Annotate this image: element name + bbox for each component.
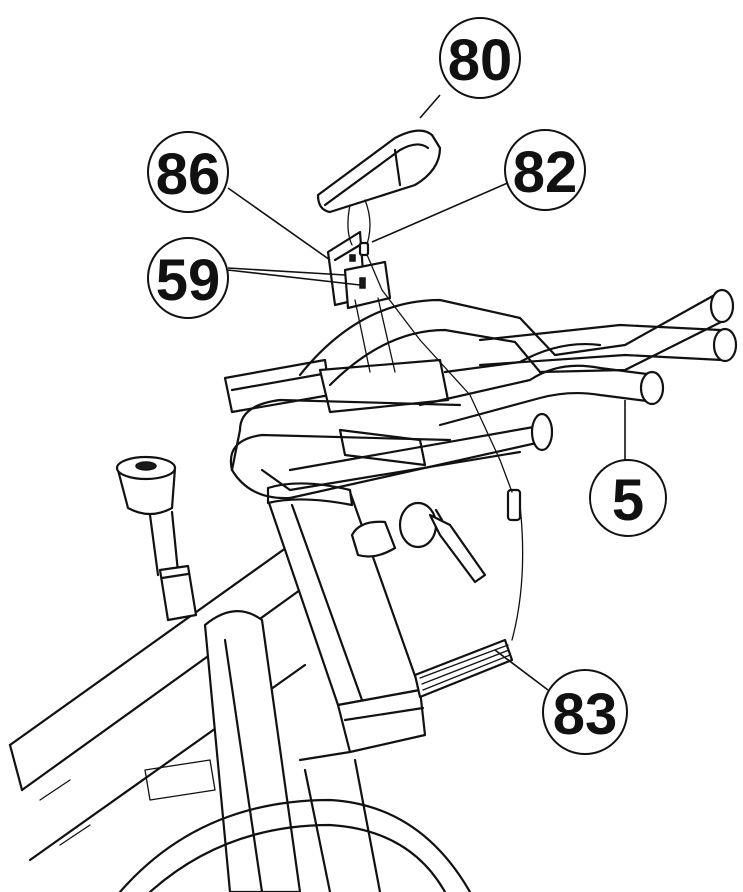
callout-5-label: 5 xyxy=(612,468,644,533)
console-mount-59 xyxy=(326,230,396,373)
handlebar-5 xyxy=(229,288,738,500)
callout-83: 83 xyxy=(542,669,628,755)
callout-59-label: 59 xyxy=(156,248,221,313)
callout-59: 59 xyxy=(147,237,229,319)
seat-post xyxy=(115,455,198,622)
callout-83-label: 83 xyxy=(553,682,618,747)
leader-83 xyxy=(494,649,549,691)
leader-86 xyxy=(227,187,331,261)
callout-80-label: 80 xyxy=(448,28,513,93)
head-tube-body xyxy=(266,490,487,892)
callout-5: 5 xyxy=(589,459,667,537)
leader-82 xyxy=(371,181,511,243)
console-80 xyxy=(316,129,442,251)
callout-86-label: 86 xyxy=(156,142,221,207)
callout-86: 86 xyxy=(147,131,229,213)
leader-59-b xyxy=(227,269,361,286)
cable-coil-83 xyxy=(413,488,524,699)
callout-82-label: 82 xyxy=(513,140,578,205)
flywheel-cover xyxy=(118,610,472,892)
leader-59-a xyxy=(227,267,346,276)
sensor-cable-82 xyxy=(358,241,513,493)
leader-80 xyxy=(419,94,441,119)
leader-lines xyxy=(227,94,626,691)
callout-82: 82 xyxy=(504,129,586,211)
callout-80: 80 xyxy=(439,17,521,99)
